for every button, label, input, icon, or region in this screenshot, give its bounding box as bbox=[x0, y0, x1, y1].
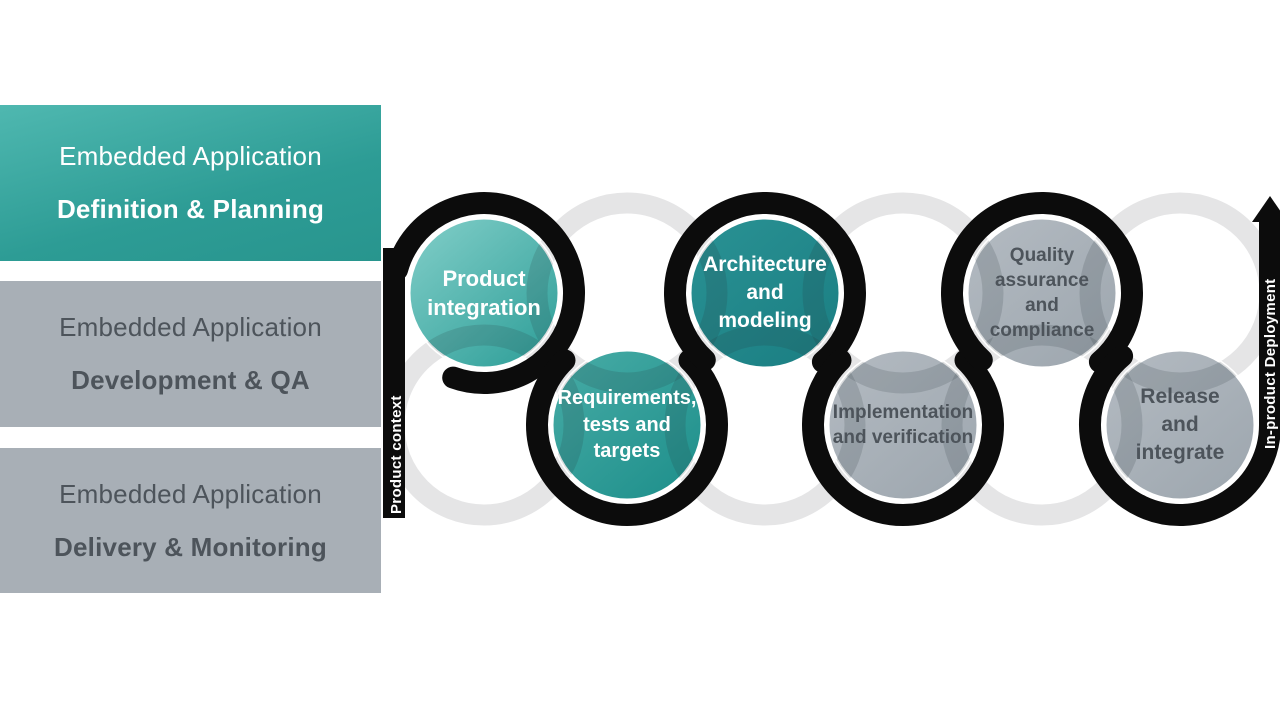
black-chain bbox=[386, 192, 1280, 526]
node-circle-requirements-tests-targets bbox=[550, 348, 704, 502]
product-context-rail-label: Product context bbox=[388, 395, 405, 514]
phase-box-line1: Embedded Application bbox=[59, 478, 322, 509]
rails bbox=[383, 196, 1280, 518]
deployment-rail bbox=[1259, 218, 1280, 425]
node-circles bbox=[407, 216, 1257, 502]
deployment-rail-label: In-product Deployment bbox=[1262, 278, 1279, 449]
node-circle-quality-assurance-compliance bbox=[965, 216, 1119, 370]
node-circle-implementation-verification bbox=[826, 348, 980, 502]
phase-box-line1: Embedded Application bbox=[59, 312, 322, 342]
phase-box-line2: Definition & Planning bbox=[56, 194, 325, 224]
phase-box-line1: Embedded Application bbox=[59, 141, 322, 171]
product-context-rail bbox=[383, 248, 405, 518]
node-circle-architecture-modeling bbox=[688, 216, 842, 370]
phase-box-delivery-monitoring: Embedded Application Delivery & Monitori… bbox=[0, 448, 381, 593]
phase-box-line2: Delivery & Monitoring bbox=[54, 531, 327, 562]
overlap-shadow-arcs bbox=[409, 218, 1255, 500]
arrow-up-icon bbox=[1252, 196, 1280, 222]
node-circle-product-integration bbox=[407, 216, 561, 370]
phase-box-definition-planning: Embedded Application Definition & Planni… bbox=[0, 105, 381, 261]
phase-box-line2: Development & QA bbox=[71, 365, 310, 395]
phase-box-development-qa: Embedded Application Development & QA bbox=[0, 281, 381, 427]
node-circle-release-integrate bbox=[1103, 348, 1257, 502]
